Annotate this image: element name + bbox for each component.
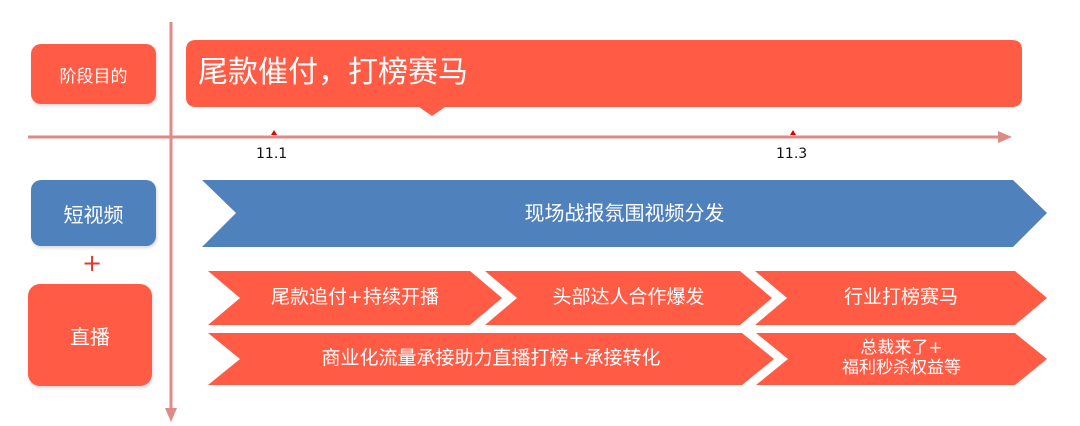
live-row2-chevron-1 [208,333,774,385]
horizontal-axis-arrow [998,131,1012,143]
plus-sign: + [81,249,103,277]
live-row2-text-2: 总裁来了+ 福利秒杀权益等 [788,333,1015,385]
tick-label-11-1: 11.1 [256,146,288,162]
live-row1-text-3: 行业打榜赛马 [843,286,958,309]
stage-goal-label: 阶段目的 [31,44,156,104]
short-video-label-text: 短视频 [63,202,124,227]
live-row1-text-2: 头部达人合作爆发 [552,286,705,309]
tick-label-11-3: 11.3 [776,146,808,162]
live-row1-chevron-2 [485,271,772,325]
tick-marker-11-3 [790,130,796,135]
live-row2-chevron-2 [756,333,1047,385]
live-label-text: 直播 [70,324,110,349]
live-row2-text-2-line1: 总裁来了+ [860,338,943,359]
short-video-label: 短视频 [31,180,156,246]
live-label: 直播 [28,284,152,386]
short-video-bar-text: 现场战报氛围视频分发 [524,201,725,225]
live-row1-chevron-3 [755,271,1047,325]
tick-marker-11-1 [271,130,277,135]
live-row2-text-1: 商业化流量承接助力直播打榜+承接转化 [321,347,661,370]
live-row1-text-1: 尾款追付+持续开播 [271,286,439,309]
banner-title: 尾款催付，打榜赛马 [198,55,468,90]
short-video-bar [202,180,1047,247]
live-row2-text-2-line2: 福利秒杀权益等 [842,358,961,378]
live-row1-chevron-1 [208,271,502,325]
stage-goal-label-text: 阶段目的 [59,66,128,87]
stage-goal-banner [186,40,1022,116]
vertical-axis-arrow [165,408,177,422]
